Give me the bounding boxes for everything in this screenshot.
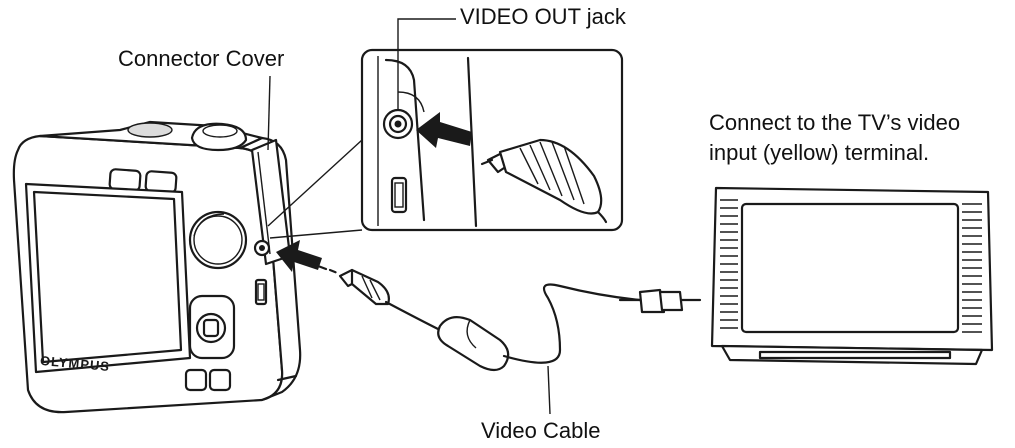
video-out-leader-line [397,18,456,110]
television [710,186,994,366]
video-cable [276,240,702,415]
connector-cover-label: Connector Cover [118,46,285,71]
video-cable-label: Video Cable [481,418,601,443]
camera [12,120,302,414]
tv-instruction-line-1: Connect to the TV’s video [709,110,961,135]
tv-instruction-line-2: input (yellow) terminal. [709,140,930,165]
zoom-inset [267,48,624,239]
connector-cover-leader-line [267,75,271,151]
video-out-jack-label: VIDEO OUT jack [460,4,626,29]
